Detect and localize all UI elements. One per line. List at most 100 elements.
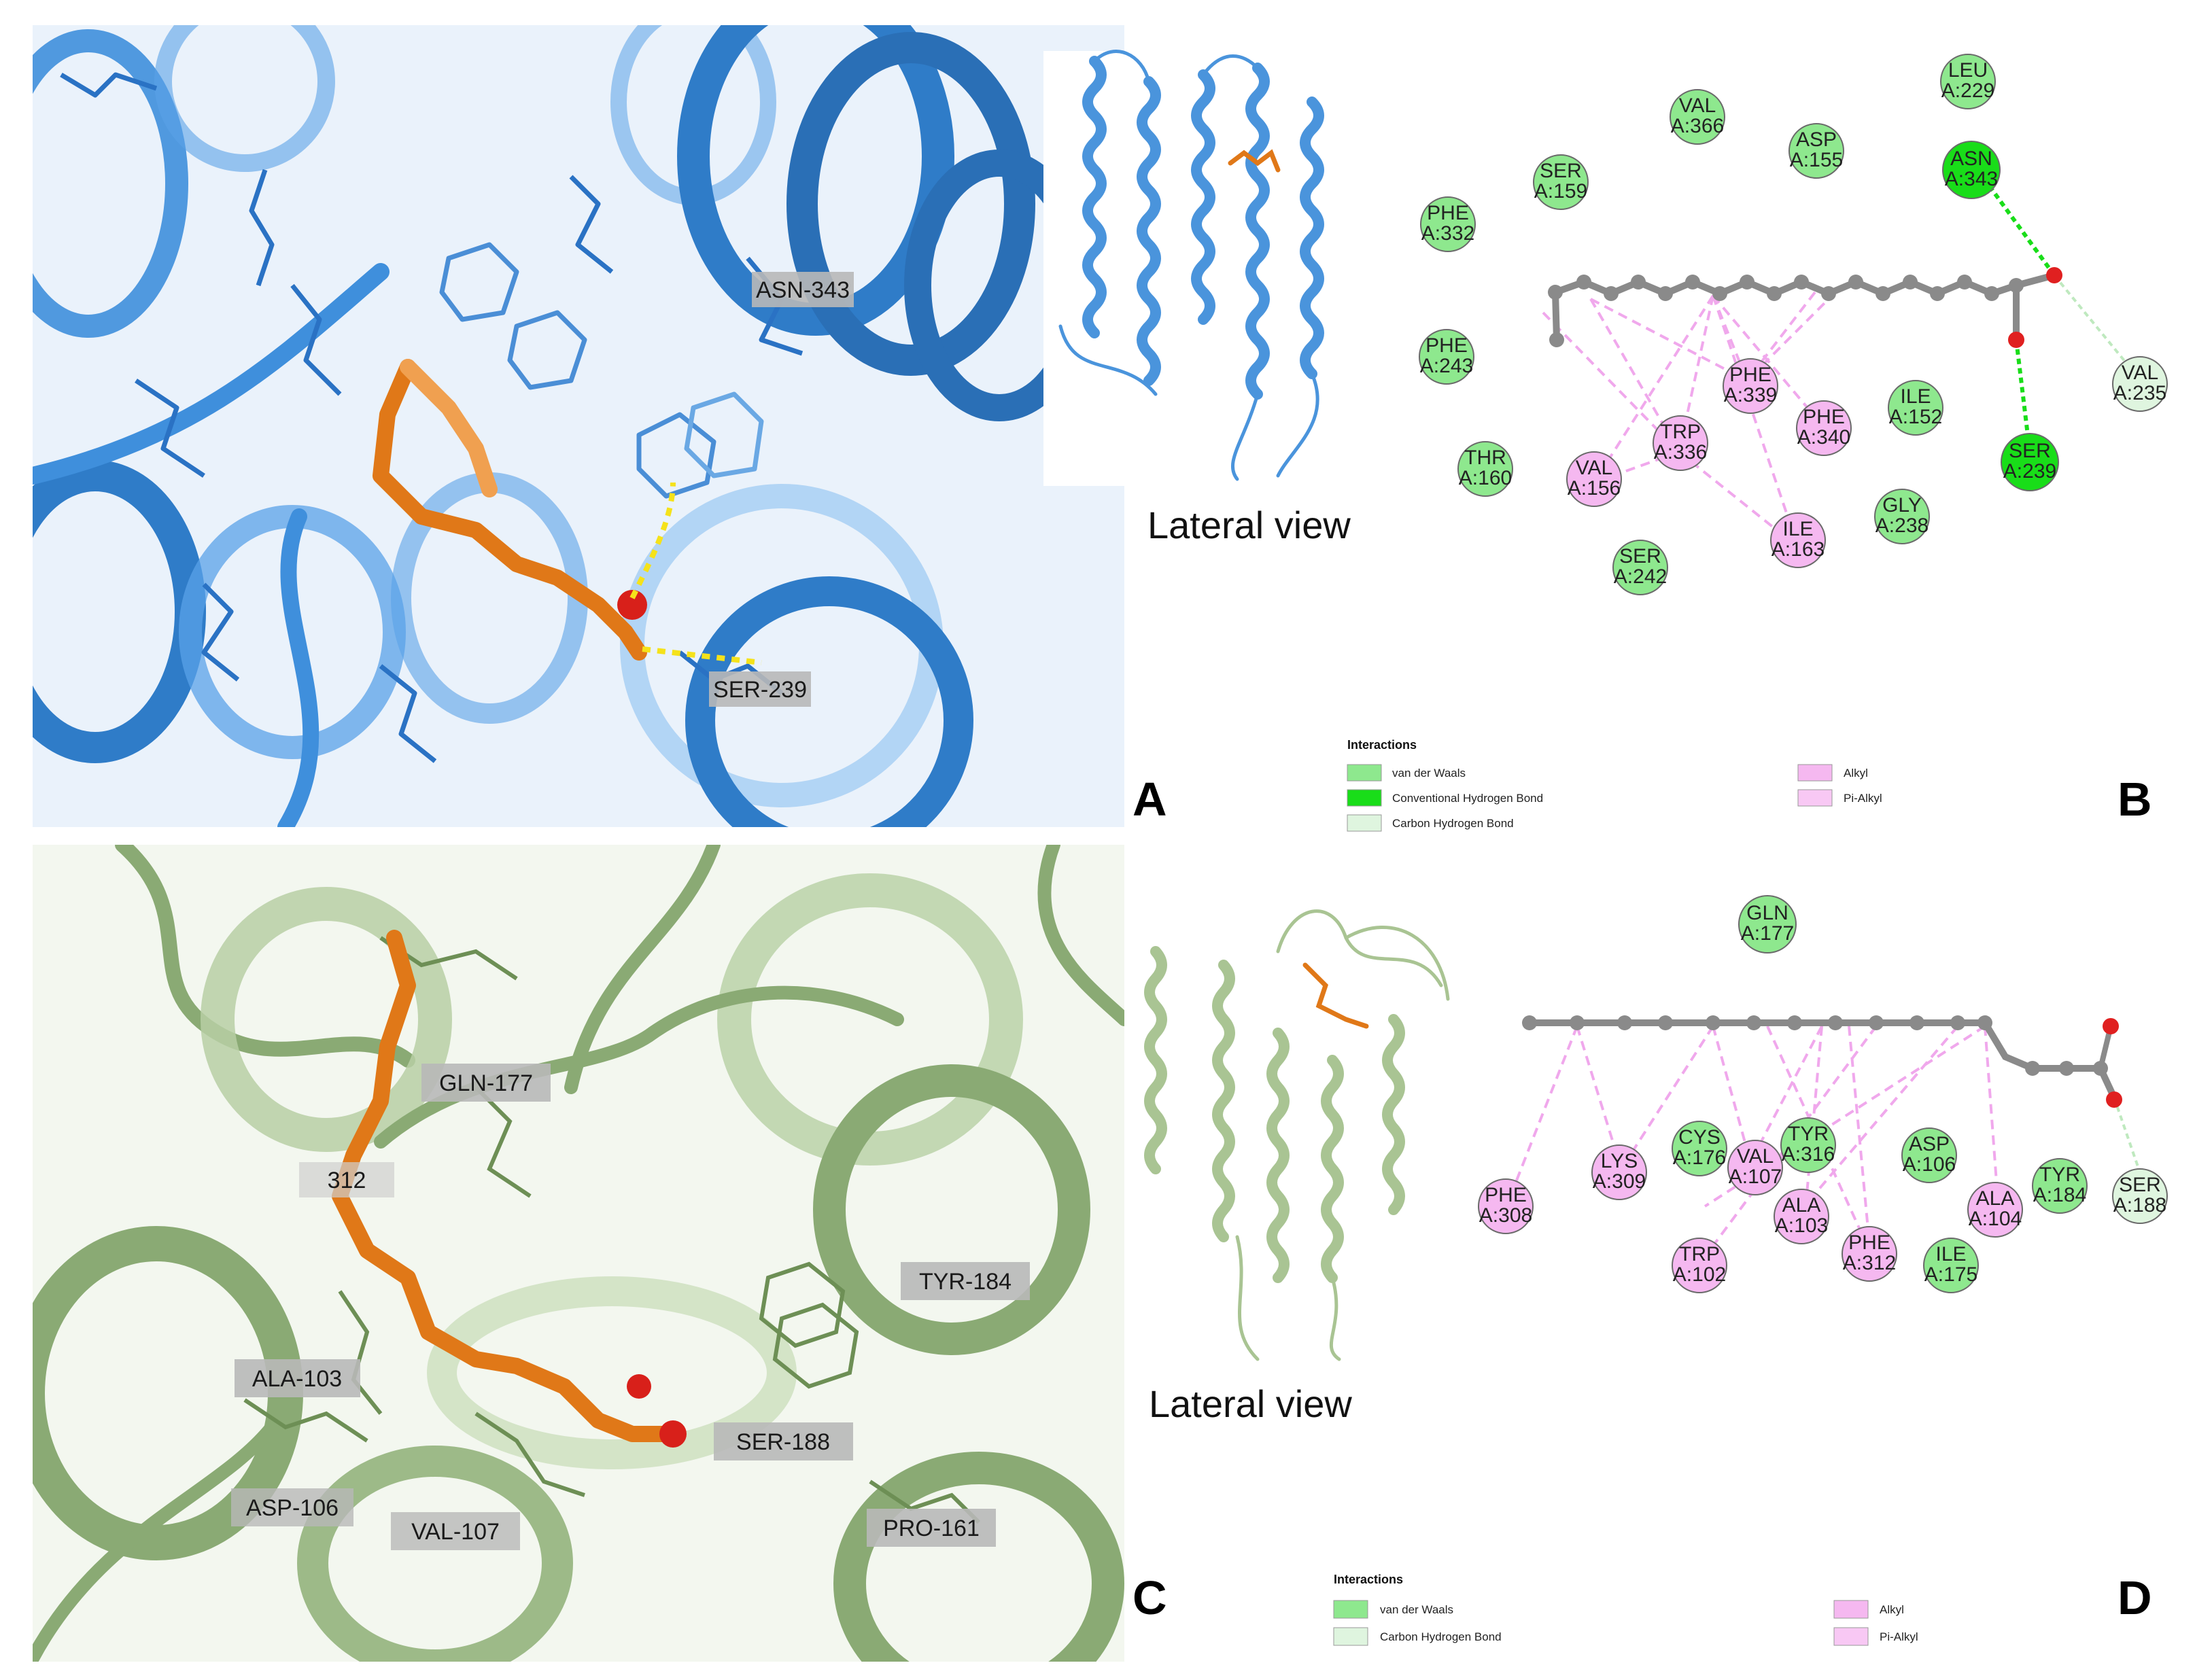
panel-b-residue-asn343: ASN A:343 [1942, 141, 2001, 199]
panel-b-residue-thr160: THR A:160 [1457, 441, 1513, 497]
svg-text:A:238: A:238 [1876, 514, 1929, 537]
svg-text:SER-239: SER-239 [713, 677, 807, 703]
svg-text:van der Waals: van der Waals [1392, 767, 1466, 780]
svg-text:LEU: LEU [1948, 59, 1988, 82]
svg-text:A:243: A:243 [1420, 355, 1473, 377]
panel-c-label-gln177: GLN-177 [421, 1064, 551, 1102]
panel-b-residue-ser242: SER A:242 [1612, 540, 1668, 595]
panel-b-residue-ser239: SER A:239 [2001, 433, 2059, 491]
panel-a-label-asn343: ASN-343 [752, 272, 854, 307]
panel-b-residue-ser159: SER A:159 [1533, 154, 1589, 210]
panel-a-oxygen [617, 590, 647, 620]
svg-text:van der Waals: van der Waals [1380, 1603, 1453, 1616]
svg-text:TYR: TYR [1788, 1123, 1829, 1145]
svg-text:Carbon Hydrogen Bond: Carbon Hydrogen Bond [1392, 817, 1514, 830]
svg-text:A:152: A:152 [1889, 406, 1942, 428]
svg-text:VAL: VAL [1679, 94, 1716, 117]
svg-text:A:343: A:343 [1945, 168, 1998, 190]
svg-text:Alkyl: Alkyl [1844, 767, 1868, 780]
svg-text:SER: SER [1619, 545, 1661, 567]
svg-text:Alkyl: Alkyl [1880, 1603, 1904, 1616]
panel-d-residue-phe312: PHE A:312 [1842, 1226, 1897, 1282]
panel-b-residue-gly238: GLY A:238 [1874, 489, 1930, 544]
svg-text:Conventional Hydrogen Bond: Conventional Hydrogen Bond [1392, 792, 1543, 805]
svg-text:ALA-103: ALA-103 [252, 1366, 342, 1392]
svg-text:ASP: ASP [1909, 1133, 1950, 1155]
panel-d-2d-diagram: GLN A:177 CYS A:176 VAL A:107 TYR A:316 … [1478, 895, 2168, 1293]
panel-b-chbond-line [2053, 274, 2139, 379]
svg-text:TRP: TRP [1660, 421, 1701, 443]
panel-d-residue-val107: VAL A:107 [1727, 1140, 1783, 1195]
svg-text:A:229: A:229 [1941, 80, 1994, 102]
panel-b-2d-diagram: LEU A:229 VAL A:366 ASP A:155 ASN A:343 … [1419, 54, 2168, 595]
svg-text:Carbon Hydrogen Bond: Carbon Hydrogen Bond [1380, 1630, 1502, 1643]
panel-b-residue-asp155: ASP A:155 [1788, 123, 1844, 179]
svg-text:A:175: A:175 [1924, 1263, 1977, 1286]
panel-d-residue-cys176: CYS A:176 [1672, 1121, 1727, 1176]
svg-text:ILE: ILE [1900, 385, 1931, 408]
panel-d-residue-asp106: ASP A:106 [1901, 1127, 1957, 1183]
panel-d-residue-phe308: PHE A:308 [1478, 1178, 1534, 1234]
panel-b-residue-ile163: ILE A:163 [1770, 512, 1826, 568]
svg-text:A:308: A:308 [1479, 1204, 1532, 1227]
svg-text:VAL: VAL [1576, 457, 1612, 479]
panel-b-legend: Interactions van der Waals Conventional … [1347, 738, 1882, 832]
panel-d-lateral-structure [1144, 909, 1450, 1361]
svg-text:GLN-177: GLN-177 [439, 1070, 533, 1096]
svg-text:A:160: A:160 [1459, 467, 1512, 489]
svg-text:TYR: TYR [2039, 1163, 2080, 1186]
svg-text:Pi-Alkyl: Pi-Alkyl [1880, 1630, 1918, 1643]
panel-letter-c: C [1133, 1571, 1167, 1624]
panel-c-helices [33, 845, 1124, 1662]
svg-text:ALA: ALA [1976, 1187, 2015, 1210]
panel-b-residue-val156: VAL A:156 [1566, 451, 1622, 507]
svg-text:ASP-106: ASP-106 [246, 1495, 339, 1521]
svg-text:PHE: PHE [1803, 406, 1845, 428]
panel-d-residue-lys309: LYS A:309 [1591, 1144, 1647, 1200]
panel-c-oxygen-2 [627, 1374, 651, 1399]
svg-text:CYS: CYS [1678, 1126, 1721, 1149]
panel-d-ligand-chain [1522, 1015, 2122, 1108]
svg-text:A:312: A:312 [1843, 1252, 1896, 1274]
svg-text:A:340: A:340 [1797, 426, 1850, 449]
svg-text:A:176: A:176 [1673, 1147, 1726, 1169]
panel-b-residue-phe243: PHE A:243 [1419, 329, 1474, 385]
panel-b-residue-trp336: TRP A:336 [1653, 415, 1708, 471]
svg-text:A:106: A:106 [1903, 1153, 1956, 1176]
svg-text:PHE: PHE [1427, 202, 1469, 224]
panel-b-view-caption: Lateral view [1147, 504, 1351, 546]
svg-text:PRO-161: PRO-161 [883, 1516, 980, 1541]
svg-text:A:159: A:159 [1534, 180, 1587, 203]
panel-d-residue-ile175: ILE A:175 [1923, 1238, 1979, 1293]
svg-text:SER: SER [2119, 1174, 2161, 1196]
svg-text:ASN-343: ASN-343 [756, 277, 850, 303]
panel-a-hbonds [629, 482, 762, 665]
svg-text:ASN: ASN [1950, 147, 1992, 170]
svg-text:PHE: PHE [1425, 334, 1468, 357]
svg-text:VAL: VAL [1737, 1145, 1774, 1168]
svg-text:312: 312 [328, 1168, 366, 1193]
panel-letter-a: A [1133, 773, 1167, 826]
svg-text:ASP: ASP [1796, 128, 1837, 151]
svg-text:A:177: A:177 [1741, 922, 1794, 945]
svg-text:A:107: A:107 [1729, 1166, 1782, 1188]
panel-b-residue-leu229: LEU A:229 [1940, 54, 1996, 109]
panel-c-label-pro161: PRO-161 [867, 1509, 996, 1547]
panel-letter-b: B [2118, 773, 2152, 826]
svg-text:A:239: A:239 [2003, 460, 2056, 483]
svg-text:A:309: A:309 [1593, 1170, 1646, 1193]
svg-text:TYR-184: TYR-184 [919, 1269, 1012, 1295]
panel-d-residue-gln177: GLN A:177 [1738, 895, 1797, 953]
panel-b-residue-phe332: PHE A:332 [1420, 196, 1476, 252]
panel-a-3d-view: ASN-343 SER-239 [33, 25, 1124, 827]
svg-text:SER: SER [2009, 440, 2051, 462]
svg-text:A:163: A:163 [1771, 538, 1825, 561]
svg-text:A:103: A:103 [1775, 1214, 1828, 1237]
svg-text:A:102: A:102 [1673, 1263, 1726, 1286]
svg-text:GLY: GLY [1882, 494, 1922, 517]
svg-text:GLN: GLN [1746, 902, 1788, 924]
panel-b-residue-phe339: PHE A:339 [1723, 358, 1778, 414]
panel-d-residue-ser188: SER A:188 [2112, 1168, 2168, 1224]
svg-text:THR: THR [1464, 447, 1506, 469]
panel-c-label-312: 312 [299, 1162, 394, 1197]
